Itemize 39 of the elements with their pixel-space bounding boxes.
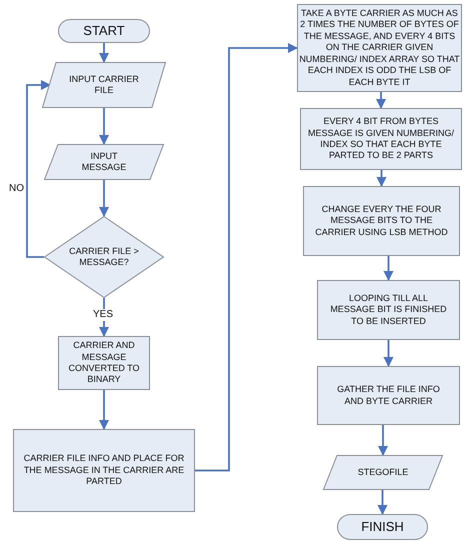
output-parallelogram bbox=[323, 455, 443, 490]
arrow bbox=[26, 80, 51, 258]
arrow bbox=[376, 92, 386, 109]
finish-terminal bbox=[337, 514, 428, 540]
process-box bbox=[58, 336, 150, 390]
process-box bbox=[303, 186, 460, 256]
arrow bbox=[99, 108, 109, 145]
node-text: TAKE A BYTE CARRIER AS MUCH AS 2 TIMES THE NUMBER OF BYTES OF THE MESSAGE, AND EVERY 4 BITS ON THE CARRIER GIVEN NUMBERING/ INDEX ARRAY SO THAT EACH INDEX IS ODD THE LSB OF EACH BYTE IT bbox=[299, 8, 460, 88]
node-text: CARRIER FILE INFO AND PLACE FOR THE MESSAGE IN THE CARRIER ARE PARTED bbox=[22, 453, 186, 488]
edge-label: YES bbox=[92, 309, 114, 321]
arrow bbox=[99, 180, 109, 217]
arrow bbox=[384, 340, 394, 367]
node-text: EVERY 4 BIT FROM BYTES MESSAGE IS GIVEN NUMBERING/ INDEX SO THAT EACH BYTE PARTED TO BE 2 PARTS bbox=[306, 116, 456, 162]
node-text: LOOPING TILL ALL MESSAGE BIT IS FINISHED TO BE INSERTED bbox=[329, 292, 448, 328]
process-box bbox=[317, 366, 460, 425]
arrow bbox=[378, 490, 388, 515]
node-text: CARRIER FILE > MESSAGE? bbox=[68, 246, 140, 268]
arrow bbox=[99, 390, 109, 430]
arrow bbox=[99, 43, 109, 63]
node-text: START bbox=[83, 22, 125, 40]
node-text: STEGOFILE bbox=[358, 466, 408, 478]
process-box bbox=[300, 108, 462, 170]
node-text: INPUT CARRIER FILE bbox=[68, 74, 140, 96]
arrow bbox=[378, 425, 388, 456]
arrow bbox=[195, 43, 298, 472]
node-text: GATHER THE FILE INFO AND BYTE CARRIER bbox=[336, 384, 441, 407]
node-text: CHANGE EVERY THE FOUR MESSAGE BITS TO THE CARRIER USING LSB METHOD bbox=[314, 204, 449, 238]
input-parallelogram bbox=[44, 144, 164, 180]
node-text: FINISH bbox=[361, 518, 404, 536]
arrow bbox=[99, 298, 109, 337]
process-box bbox=[13, 429, 195, 512]
process-box bbox=[317, 280, 460, 340]
arrow bbox=[384, 256, 394, 281]
start-terminal bbox=[58, 19, 150, 43]
decision-diamond bbox=[44, 216, 164, 298]
arrow bbox=[376, 170, 386, 187]
input-parallelogram bbox=[42, 62, 166, 108]
node-text: CARRIER AND MESSAGE CONVERTED TO BINARY bbox=[67, 340, 140, 386]
node-text: INPUT MESSAGE bbox=[80, 150, 128, 174]
